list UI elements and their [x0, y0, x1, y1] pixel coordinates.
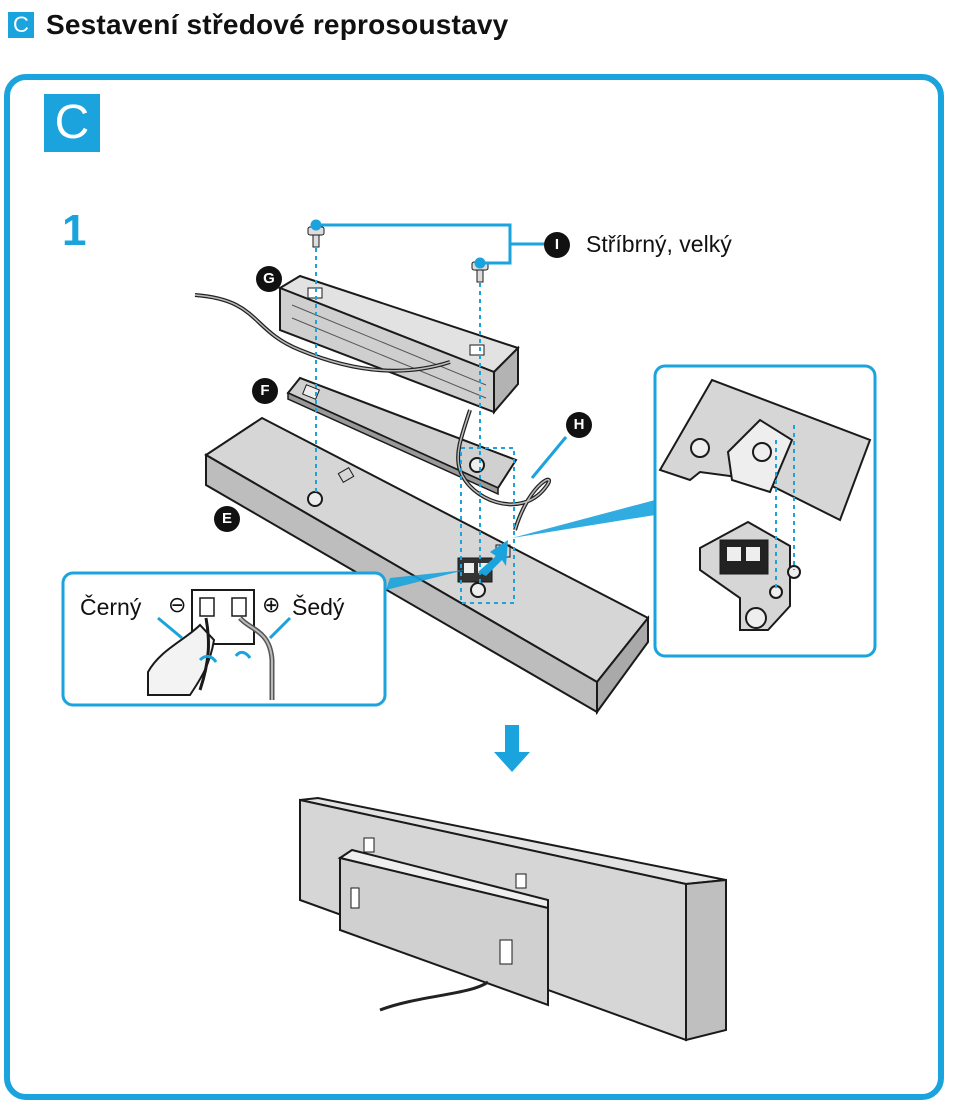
result-arrow	[494, 725, 530, 772]
cable-callout-line	[530, 436, 568, 479]
minus-polarity-icon: ⊖	[168, 592, 187, 617]
marker-e: E	[214, 506, 240, 532]
screw-callout-lines	[310, 219, 545, 269]
section-badge: C	[44, 94, 100, 152]
grey-wire-label: Šedý	[292, 594, 345, 620]
plus-polarity-icon: ⊕	[262, 592, 281, 617]
header-section-badge: C	[8, 12, 34, 38]
page-header: C Sestavení středové reprosoustavy	[8, 8, 508, 42]
insert-arrow	[478, 540, 508, 576]
marker-h: H	[566, 412, 592, 438]
assembled-speaker	[299, 796, 727, 1042]
step-number: 1	[62, 206, 87, 255]
marker-f: F	[252, 378, 278, 404]
black-wire-label: Černý	[80, 594, 142, 620]
detail-inset-right	[512, 364, 877, 658]
alignment-guides	[315, 248, 515, 604]
screw-label: Stříbrný, velký	[586, 231, 732, 257]
speaker-stand	[277, 274, 520, 415]
marker-i: I	[544, 232, 570, 258]
marker-g: G	[256, 266, 282, 292]
instruction-frame	[4, 74, 944, 1100]
detail-inset-left	[61, 570, 465, 707]
screw-left	[307, 226, 325, 248]
page-title: Sestavení středové reprosoustavy	[46, 9, 509, 40]
